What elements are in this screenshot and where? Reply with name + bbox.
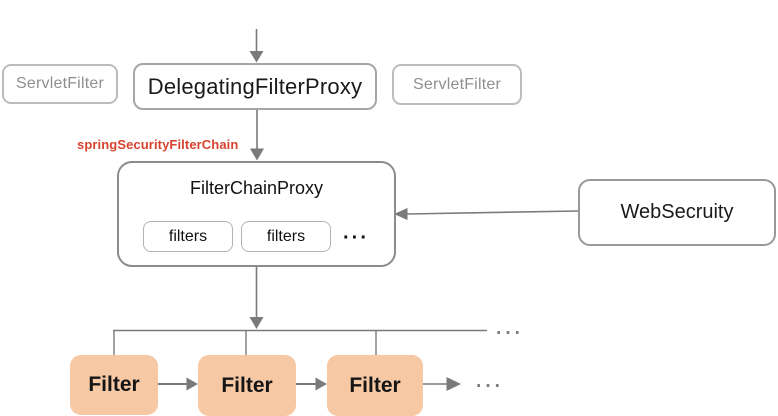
chain-distribution-line	[113, 329, 487, 355]
filters-chip-1-label: filters	[168, 227, 208, 245]
filter-row-ellipsis: ···	[476, 376, 504, 397]
node-filter-1: Filter	[70, 355, 158, 415]
filters-chip-2-label: filters	[266, 227, 306, 245]
filter-chain-proxy-title: FilterChainProxy	[189, 178, 324, 198]
node-filter-chain-proxy: FilterChainProxy filters filters ···	[117, 161, 396, 267]
node-filter-2: Filter	[198, 355, 296, 416]
servlet-filter-right-label: ServletFilter	[413, 75, 501, 93]
websecurity-to-fcp-arrow-icon	[394, 208, 579, 220]
filter1-to-filter2-arrow-icon	[158, 377, 198, 391]
filter-2-label: Filter	[221, 373, 273, 397]
node-filter-3: Filter	[327, 355, 423, 416]
delegating-filter-proxy-label: DelegatingFilterProxy	[147, 73, 363, 99]
node-web-security: WebSecruity	[578, 179, 776, 246]
filter-3-label: Filter	[349, 373, 401, 397]
servlet-filter-left-label: ServletFilter	[16, 75, 104, 92]
dfp-to-fcp-arrow-icon	[250, 110, 264, 161]
node-servlet-filter-left: ServletFilter	[2, 64, 118, 104]
filters-chip-2: filters	[241, 221, 331, 252]
filter2-to-filter3-arrow-icon	[296, 377, 327, 391]
filter-1-label: Filter	[88, 373, 140, 396]
filters-chip-1: filters	[143, 221, 233, 252]
filter3-continues-arrow-icon	[423, 377, 461, 391]
incoming-request-arrow-icon	[249, 29, 264, 63]
web-security-label: WebSecruity	[620, 201, 734, 223]
node-servlet-filter-right: ServletFilter	[392, 64, 522, 105]
chain-row-ellipsis: ···	[496, 323, 524, 344]
node-delegating-filter-proxy: DelegatingFilterProxy	[133, 63, 377, 110]
spring-security-filter-chain-label: springSecurityFilterChain	[77, 137, 239, 152]
fcp-to-chains-arrow-icon	[249, 267, 264, 329]
filters-ellipsis: ···	[343, 227, 369, 249]
